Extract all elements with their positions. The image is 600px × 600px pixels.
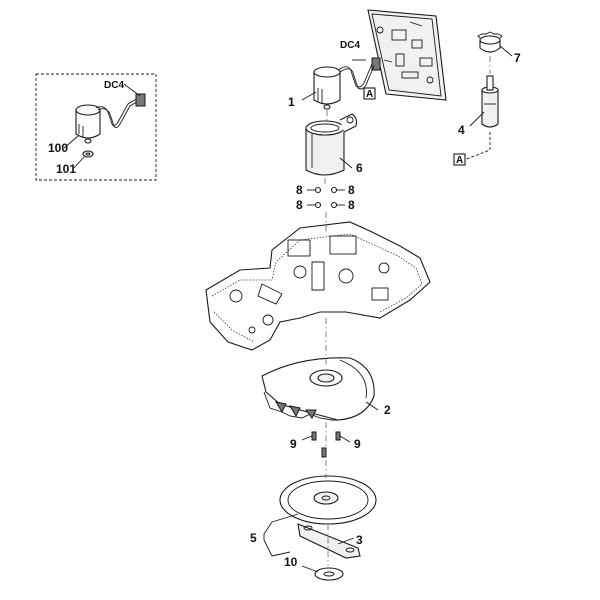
label-1: 1 <box>288 95 295 109</box>
shaft-4 <box>481 75 499 128</box>
cable-dc4-inset <box>95 97 139 127</box>
svg-text:A: A <box>366 89 373 100</box>
connector-dc4-inset <box>135 93 146 107</box>
motor-housing-6 <box>305 113 358 176</box>
label-101: 101 <box>56 162 76 176</box>
assembly-axes <box>324 56 491 566</box>
screws-8 <box>314 186 338 209</box>
label-9a: 9 <box>290 437 297 451</box>
blade-3 <box>297 523 361 559</box>
label-8d: 8 <box>348 198 355 212</box>
bracket-5 <box>263 521 273 557</box>
label-100: 100 <box>48 141 68 155</box>
label-7: 7 <box>514 51 521 65</box>
label-9b: 9 <box>354 437 361 451</box>
motor-100 <box>75 104 101 144</box>
knob-7 <box>477 31 503 53</box>
cable-dc4-main <box>337 63 373 88</box>
label-8c: 8 <box>296 198 303 212</box>
chassis <box>205 221 431 351</box>
label-8b: 8 <box>348 183 355 197</box>
label-3: 3 <box>356 533 363 547</box>
reference-a-box-2: A <box>453 153 466 166</box>
reference-a-box-1: A <box>363 87 376 100</box>
label-4: 4 <box>458 123 465 137</box>
inset-box: DC4 100 101 <box>35 73 157 181</box>
washer-101 <box>82 150 94 158</box>
blade-guard-2 <box>261 357 375 421</box>
cutting-disc <box>279 475 377 525</box>
label-5: 5 <box>250 531 257 545</box>
label-8a: 8 <box>296 183 303 197</box>
label-dc4-main: DC4 <box>340 40 360 51</box>
control-board <box>367 9 447 101</box>
svg-text:A: A <box>456 155 463 166</box>
label-6: 6 <box>356 161 363 175</box>
label-2: 2 <box>384 403 391 417</box>
motor-1 <box>313 66 341 110</box>
label-10: 10 <box>284 555 298 569</box>
part-10 <box>314 567 344 581</box>
label-dc4-inset: DC4 <box>104 80 124 91</box>
